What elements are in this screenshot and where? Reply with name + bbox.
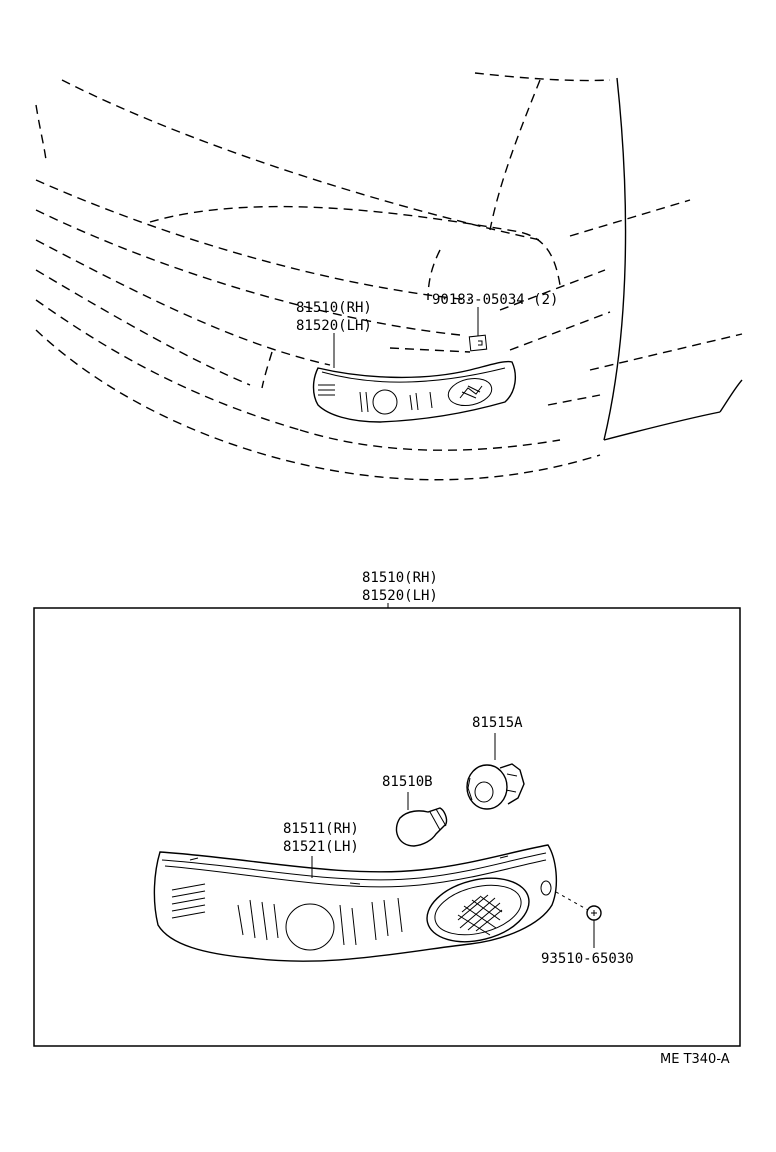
label-lamp-lh-top: 81520(LH)	[296, 318, 372, 334]
label-header-rh: 81510(RH)	[362, 570, 438, 586]
label-lens-rh: 81511(RH)	[283, 821, 359, 837]
label-lamp-rh-top: 81510(RH)	[296, 300, 372, 316]
label-clip: 90183-05034 (2)	[432, 292, 558, 308]
bulb-icon	[395, 807, 448, 847]
detail-frame	[33, 607, 741, 1047]
bulb-socket-icon	[466, 763, 525, 810]
label-socket: 81515A	[472, 715, 523, 731]
diagram-code: ME T340-A	[660, 1052, 730, 1067]
clip-icon	[468, 334, 488, 352]
screw-guide-line	[555, 891, 589, 911]
screw-icon	[586, 905, 602, 921]
lamp-lens-housing-icon	[153, 844, 557, 962]
label-header-lh: 81520(LH)	[362, 588, 438, 604]
label-screw: 93510-65030	[541, 951, 634, 967]
lamp-assembly-small-icon	[312, 360, 517, 423]
label-lens-lh: 81521(LH)	[283, 839, 359, 855]
label-bulb: 81510B	[382, 774, 433, 790]
vehicle-body-outline	[35, 72, 743, 481]
